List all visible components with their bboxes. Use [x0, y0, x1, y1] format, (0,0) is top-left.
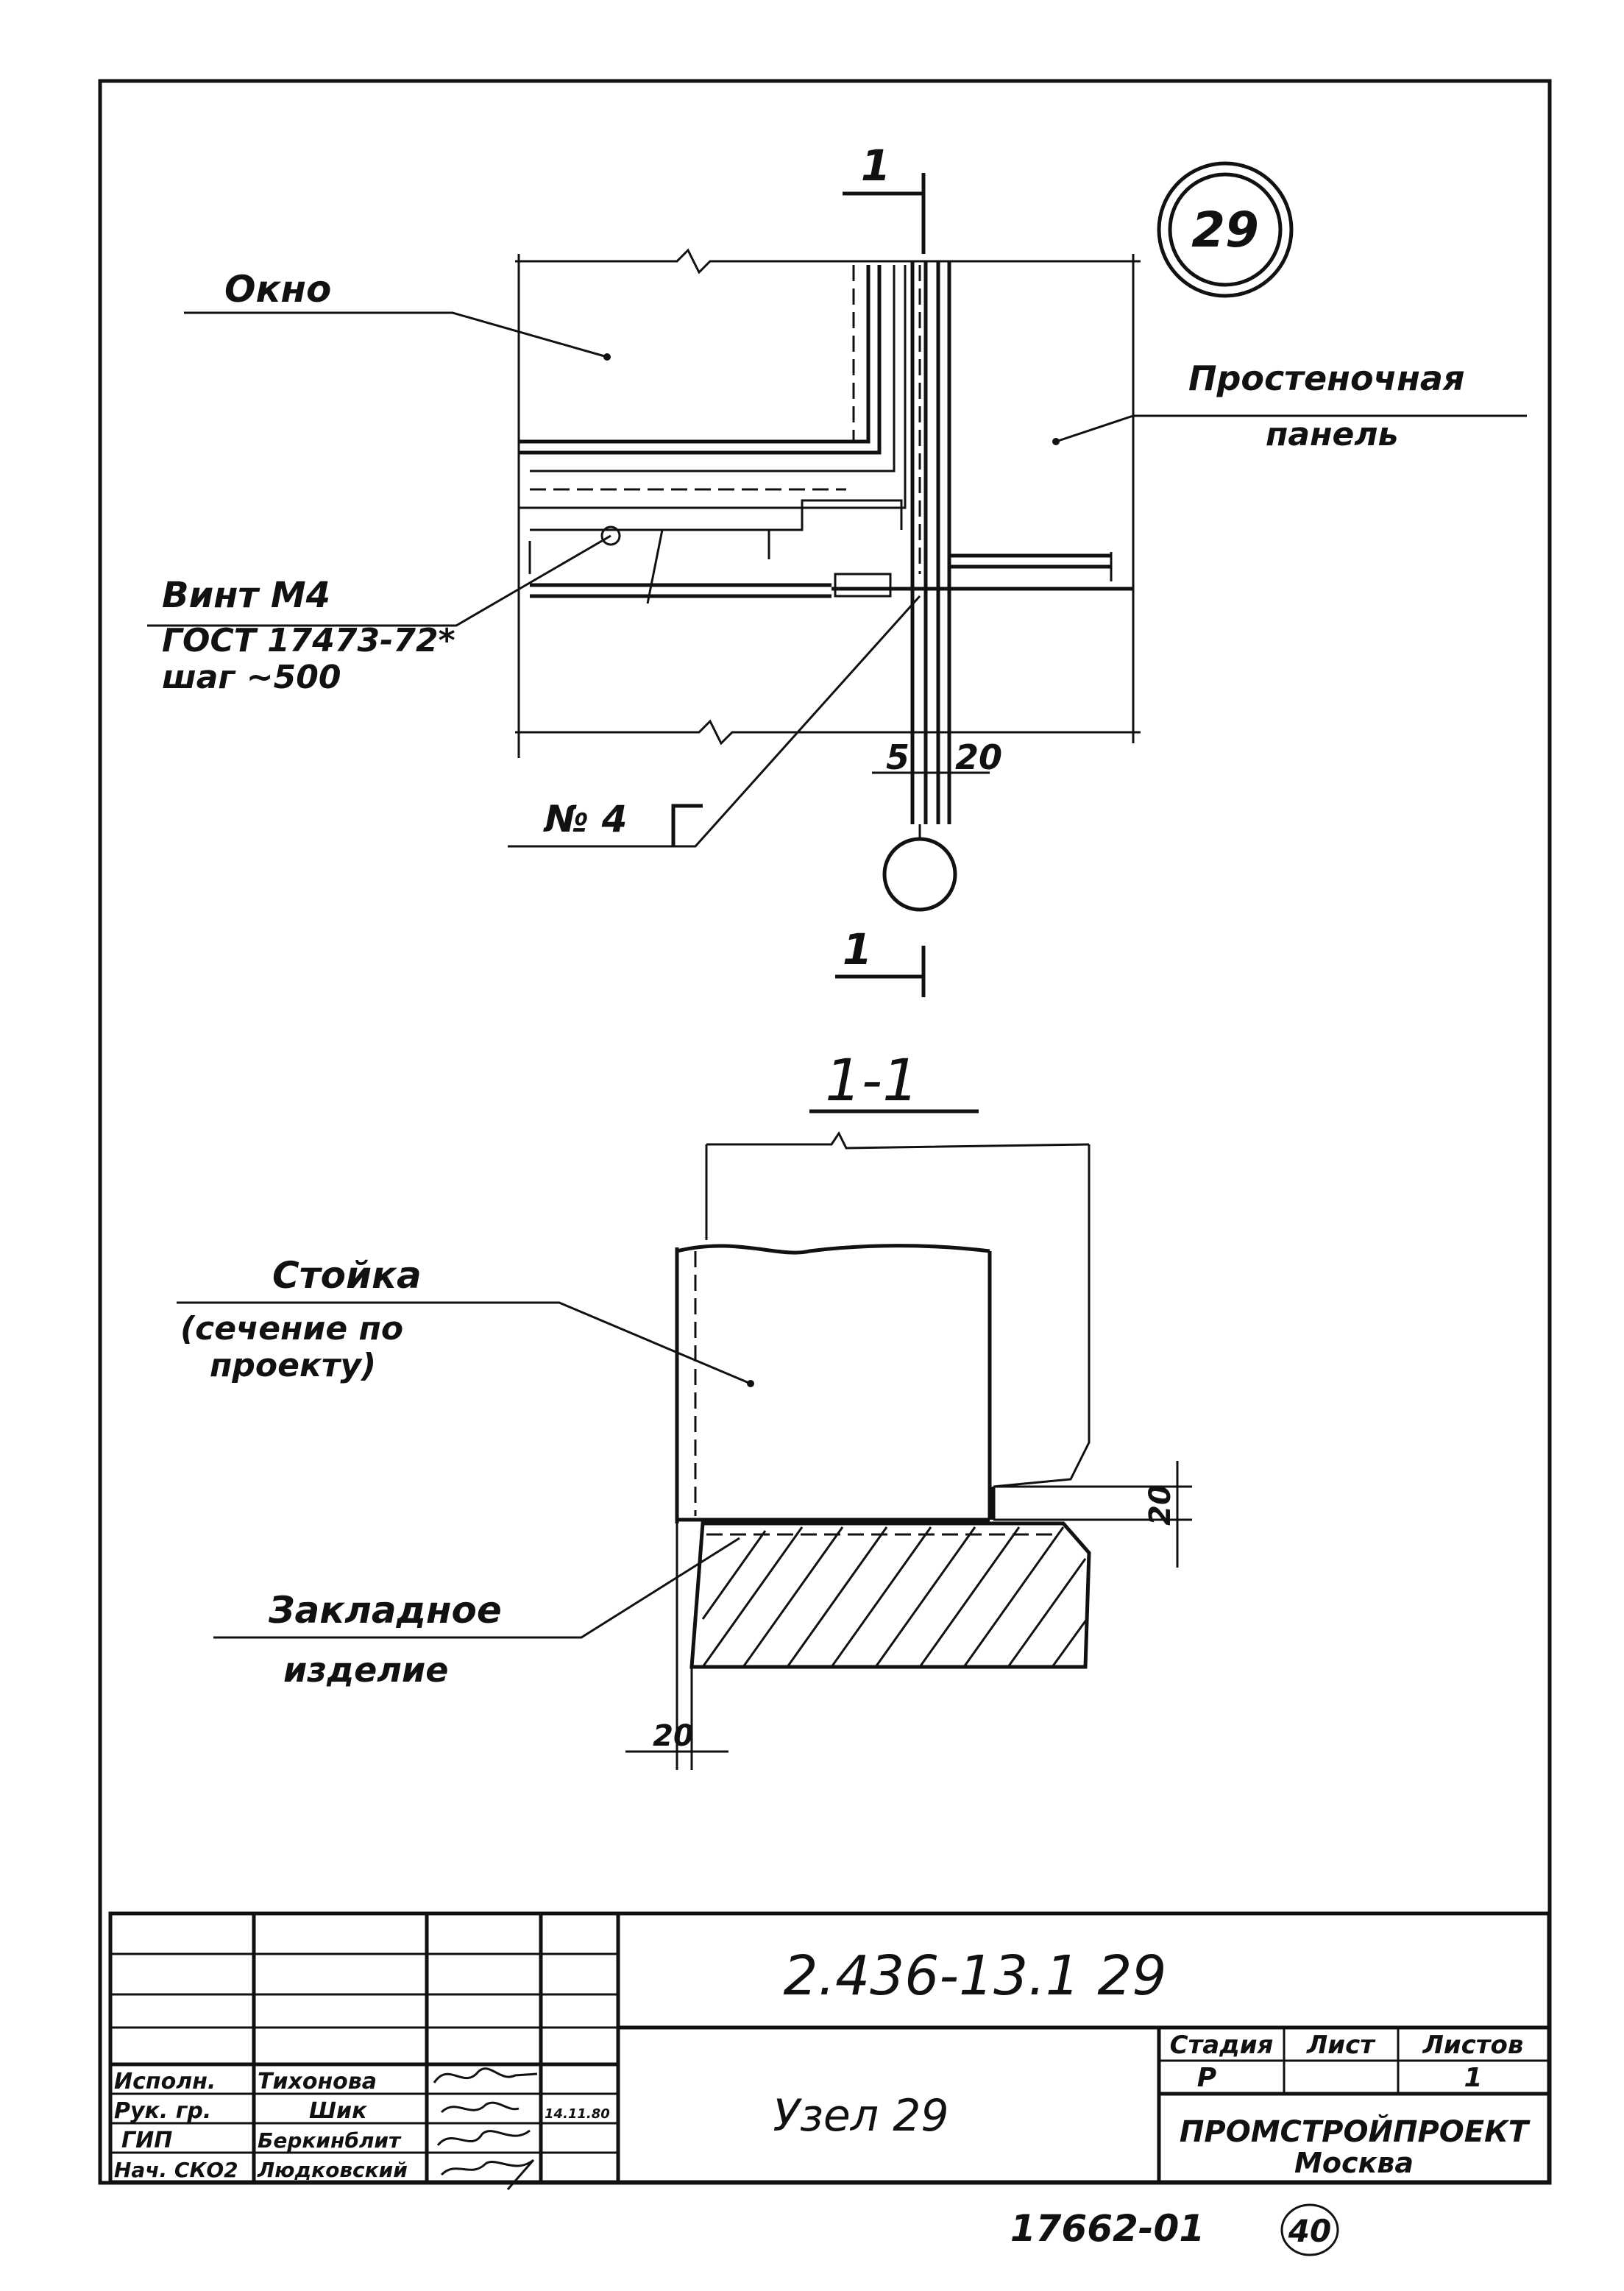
role-2: ГИП	[121, 2128, 172, 2153]
name-2: Беркинблит	[258, 2128, 402, 2153]
dim-20: 20	[955, 737, 1002, 777]
col-sheet: Лист	[1306, 2030, 1376, 2060]
archive-number: 17662-01	[1010, 2207, 1205, 2250]
section-1-1: 1-1 20	[177, 1048, 1192, 1770]
label-panel-line1: Простеночная	[1188, 358, 1464, 398]
org-line2: Москва	[1294, 2147, 1414, 2179]
label-window: Окно	[224, 268, 331, 311]
org-line1: ПРОМСТРОЙПРОЕКТ	[1180, 2114, 1531, 2149]
doc-code: 2.436-13.1 29	[784, 1944, 1167, 2008]
role-3: Нач. СКО2	[114, 2158, 238, 2182]
plan-detail: 1 5 20 1 Окно Простеночная панель Винт М…	[147, 141, 1527, 997]
label-screw-line3: шаг ~500	[162, 659, 341, 696]
label-screw-line1: Винт М4	[162, 575, 330, 616]
sheet-title: Узел 29	[773, 2090, 948, 2142]
label-post-line3: проекту)	[210, 1347, 376, 1384]
dim-5: 5	[886, 737, 909, 777]
name-1: Шик	[309, 2098, 367, 2124]
label-screw-line2: ГОСТ 17473-72*	[162, 622, 455, 659]
dim-bottom-20: 20	[653, 1719, 694, 1753]
label-post-line2: (сечение по	[180, 1310, 403, 1348]
role-1: Рук. гр.	[114, 2098, 211, 2124]
name-3: Людковский	[257, 2158, 408, 2182]
cut-mark-top-label: 1	[861, 141, 890, 191]
stage-value: Р	[1197, 2063, 1216, 2093]
col-stage: Стадия	[1170, 2030, 1274, 2060]
section-title: 1-1	[825, 1048, 918, 1114]
node-badge-number: 29	[1191, 202, 1259, 258]
page-number: 40	[1288, 2213, 1331, 2249]
axis-marker-circle	[882, 837, 957, 912]
page-number-circle	[1280, 2203, 1339, 2256]
footer: 17662-01 40	[1010, 2203, 1339, 2256]
col-sheets: Листов	[1422, 2030, 1524, 2060]
role-0: Исполн.	[114, 2069, 216, 2095]
label-weld: № 4	[543, 798, 627, 840]
title-block: 2.436-13.1 29 Узел 29 Стадия Лист Листов…	[108, 1911, 1551, 2190]
cut-mark-bottom-label: 1	[843, 924, 872, 974]
signatures	[433, 2067, 538, 2190]
label-panel-line2: панель	[1266, 416, 1398, 453]
embedded-part	[689, 1521, 1091, 1669]
sheets-value: 1	[1464, 2063, 1482, 2093]
dim-right-20: 20	[1143, 1484, 1177, 1526]
name-0: Тихонова	[258, 2069, 377, 2095]
node-badge: 29	[1157, 161, 1294, 298]
label-embed-line2: изделие	[283, 1650, 448, 1690]
date-1: 14.11.80	[545, 2106, 610, 2122]
label-embed-line1: Закладное	[268, 1589, 502, 1632]
label-post-line1: Стойка	[272, 1254, 422, 1297]
